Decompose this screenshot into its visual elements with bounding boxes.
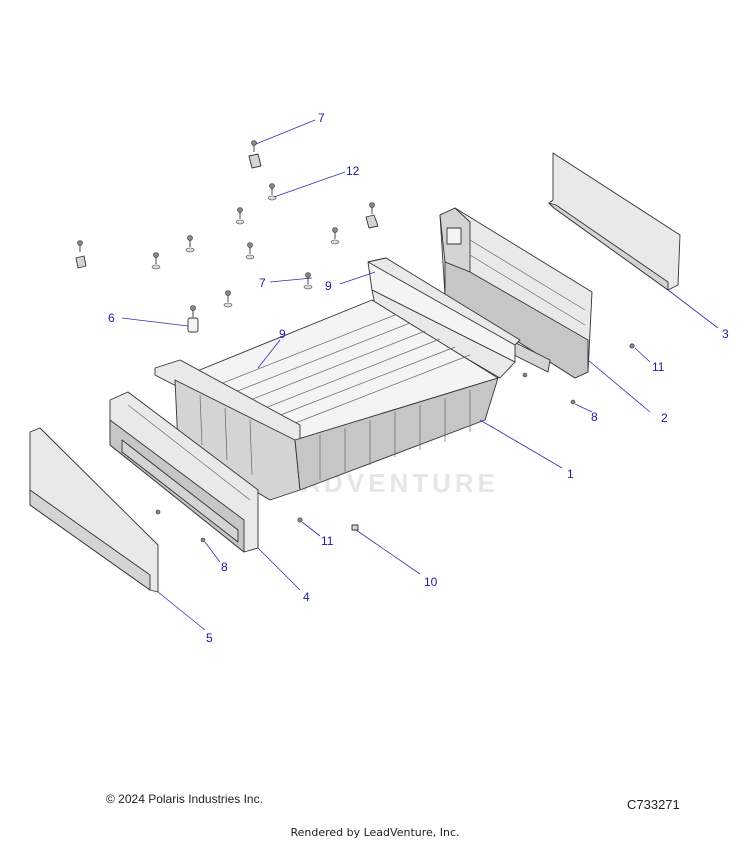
nut-icon xyxy=(570,399,576,405)
clip-icon xyxy=(351,524,359,531)
bolt-icon xyxy=(225,290,231,302)
bolt-icon xyxy=(187,235,193,247)
bolt-icon xyxy=(237,207,243,219)
callouts: 1 2 3 4 5 6 7 7 8 8 9 9 10 11 11 12 xyxy=(108,111,729,645)
nut-icon xyxy=(297,517,303,523)
washer-icon xyxy=(303,284,313,290)
callout-3[interactable]: 3 xyxy=(722,327,729,341)
rendered-by-text: Rendered by LeadVenture, Inc. xyxy=(290,826,460,839)
washer-icon xyxy=(223,302,233,308)
bolt-icon xyxy=(369,202,375,214)
bolt-icon xyxy=(332,227,338,239)
diagram-code: C733271 xyxy=(627,797,680,812)
callout-11-right[interactable]: 11 xyxy=(652,360,665,374)
callout-10[interactable]: 10 xyxy=(424,575,438,589)
callout-11-left[interactable]: 11 xyxy=(321,534,334,548)
callout-4[interactable]: 4 xyxy=(303,590,310,604)
side-ribs xyxy=(199,390,471,480)
callout-12[interactable]: 12 xyxy=(346,164,360,178)
front-outer-panel[interactable] xyxy=(29,427,159,593)
small-fasteners xyxy=(155,343,635,543)
clip-icon xyxy=(75,255,87,269)
nut-icon xyxy=(155,509,161,515)
callout-9-mid[interactable]: 9 xyxy=(279,327,286,341)
front-inner-panel[interactable] xyxy=(109,391,259,553)
callout-5[interactable]: 5 xyxy=(206,631,213,645)
nut-icon xyxy=(200,537,206,543)
washer-icon xyxy=(151,264,161,270)
callout-6[interactable]: 6 xyxy=(108,311,115,325)
washer-icon xyxy=(185,247,195,253)
cargo-box[interactable] xyxy=(154,257,521,501)
callout-7-mid[interactable]: 7 xyxy=(259,276,266,290)
washer-icon xyxy=(235,219,245,225)
bolt-icon xyxy=(153,252,159,264)
bolts xyxy=(77,140,375,317)
washers xyxy=(151,195,340,308)
bolt-icon xyxy=(77,240,83,252)
bolt-icon xyxy=(251,140,257,152)
floor-ribs xyxy=(204,314,471,430)
clips xyxy=(75,153,379,333)
bolt-icon xyxy=(305,272,311,284)
callout-7-top[interactable]: 7 xyxy=(318,111,325,125)
bolt-icon xyxy=(190,305,196,317)
callout-8-left[interactable]: 8 xyxy=(221,560,228,574)
leader-lines xyxy=(121,119,719,631)
rear-inner-panel[interactable] xyxy=(439,207,593,379)
callout-2[interactable]: 2 xyxy=(661,411,668,425)
callout-8-right[interactable]: 8 xyxy=(591,410,598,424)
washer-icon xyxy=(245,254,255,260)
clip-icon xyxy=(248,153,262,169)
callout-1[interactable]: 1 xyxy=(567,467,574,481)
washer-icon xyxy=(330,239,340,245)
bolt-icon xyxy=(269,183,275,195)
bushing-icon xyxy=(187,317,199,333)
nut-icon xyxy=(522,372,528,378)
bolt-icon xyxy=(247,242,253,254)
clip-icon xyxy=(365,214,379,229)
callout-9-top[interactable]: 9 xyxy=(325,279,332,293)
nut-icon xyxy=(629,343,635,349)
copyright-text: © 2024 Polaris Industries Inc. xyxy=(106,792,263,806)
rear-outer-panel[interactable] xyxy=(548,152,681,291)
